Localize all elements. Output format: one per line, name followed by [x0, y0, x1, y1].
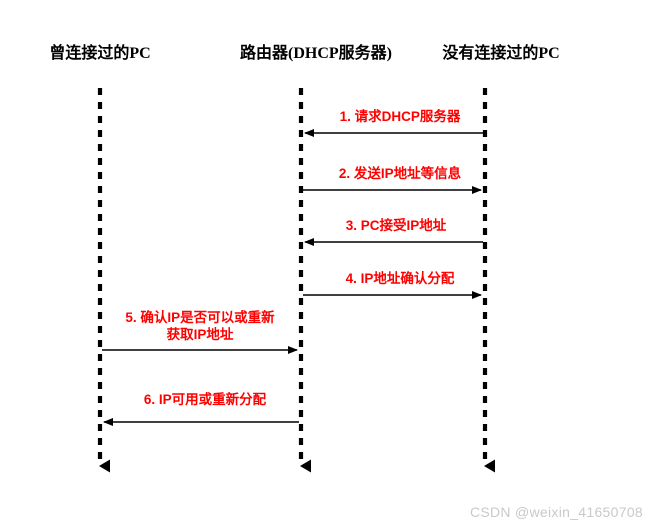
actor-label-router: 路由器(DHCP服务器) — [240, 45, 392, 62]
actor-label-old-pc: 曾连接过的PC — [49, 45, 151, 62]
message-arrow-group — [102, 129, 483, 426]
message-label-4: 4. IP地址确认分配 — [345, 271, 455, 286]
message-label-6: 6. IP可用或重新分配 — [143, 392, 267, 407]
lifeline-group — [97, 88, 495, 473]
message-label-2: 2. 发送IP地址等信息 — [338, 166, 462, 181]
csdn-watermark: CSDN @weixin_41650708 — [469, 504, 643, 520]
message-label-5-line-1: 5. 确认IP是否可以或重新 — [125, 310, 275, 325]
actor-label-new-pc: 没有连接过的PC — [442, 45, 560, 62]
message-label-5-line-2: 获取IP地址 — [166, 327, 234, 342]
message-label-5: 5. 确认IP是否可以或重新 获取IP地址 — [125, 309, 274, 343]
message-label-3: 3. PC接受IP地址 — [345, 218, 447, 233]
message-label-1: 1. 请求DHCP服务器 — [339, 109, 461, 124]
